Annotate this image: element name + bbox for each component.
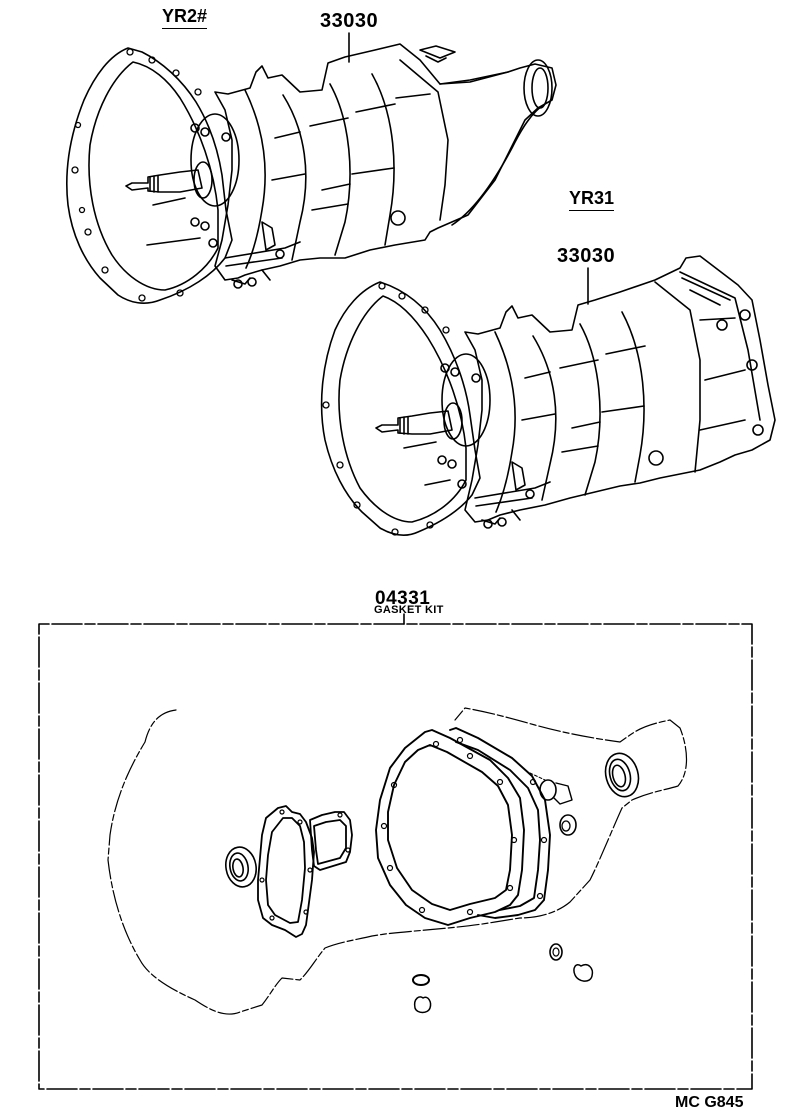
part-number-upper: 33030 xyxy=(320,10,379,32)
gasket-kit-frame xyxy=(38,613,753,1090)
part-number-lower: 33030 xyxy=(557,245,616,267)
gasket-kit-name: GASKET KIT xyxy=(374,604,444,616)
transmission-yr2-drawing xyxy=(65,32,557,304)
figure-code: MC G845 xyxy=(675,1094,744,1111)
gasket-kit-drawing xyxy=(107,707,688,1015)
model-label-yr2: YR2# xyxy=(162,6,208,29)
model-label-yr31: YR31 xyxy=(569,188,615,211)
transmission-yr31-drawing xyxy=(320,255,776,537)
gasket-kit-number: 04331 xyxy=(375,588,431,609)
